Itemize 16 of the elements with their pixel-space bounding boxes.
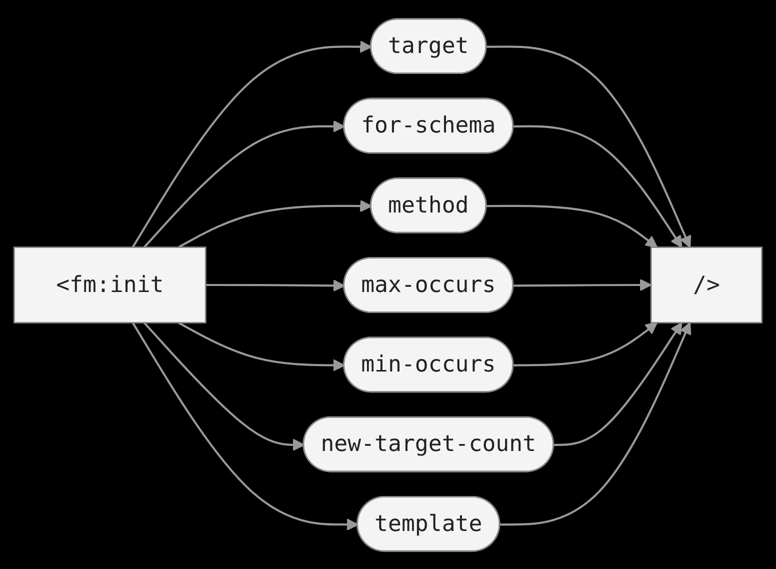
arrow bbox=[514, 124, 682, 248]
node-box: /> bbox=[650, 246, 763, 323]
node-box: <fm:init bbox=[13, 246, 206, 323]
arrow bbox=[132, 40, 372, 248]
arrow bbox=[178, 199, 372, 248]
arrow bbox=[514, 322, 658, 366]
arrow bbox=[143, 322, 305, 450]
arrow bbox=[486, 204, 658, 248]
arrow bbox=[500, 322, 692, 526]
arrow bbox=[178, 321, 346, 371]
arrow bbox=[132, 322, 359, 530]
arrow bbox=[206, 278, 346, 292]
arrow bbox=[486, 45, 692, 248]
arrow bbox=[143, 120, 346, 248]
arrow bbox=[514, 278, 652, 291]
arrow bbox=[554, 322, 682, 446]
